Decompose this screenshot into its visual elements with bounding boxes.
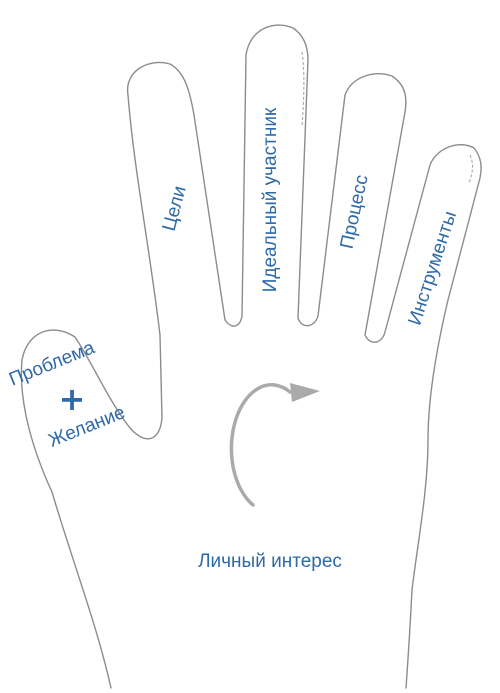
circular-arrow-head xyxy=(290,383,320,402)
hand-outline xyxy=(20,24,482,689)
circular-arrow-arc xyxy=(229,383,292,507)
finger-label-index: Цели xyxy=(159,184,191,234)
finger-label-middle: Идеальный участник xyxy=(260,107,281,292)
palm-label: Личный интерес xyxy=(198,551,342,572)
plus-sign: + xyxy=(59,380,86,418)
finger-label-ring: Процесс xyxy=(337,173,373,251)
middle-fingernail xyxy=(301,51,305,127)
circular-arrow-icon xyxy=(229,383,320,507)
little-fingernail xyxy=(468,154,474,184)
